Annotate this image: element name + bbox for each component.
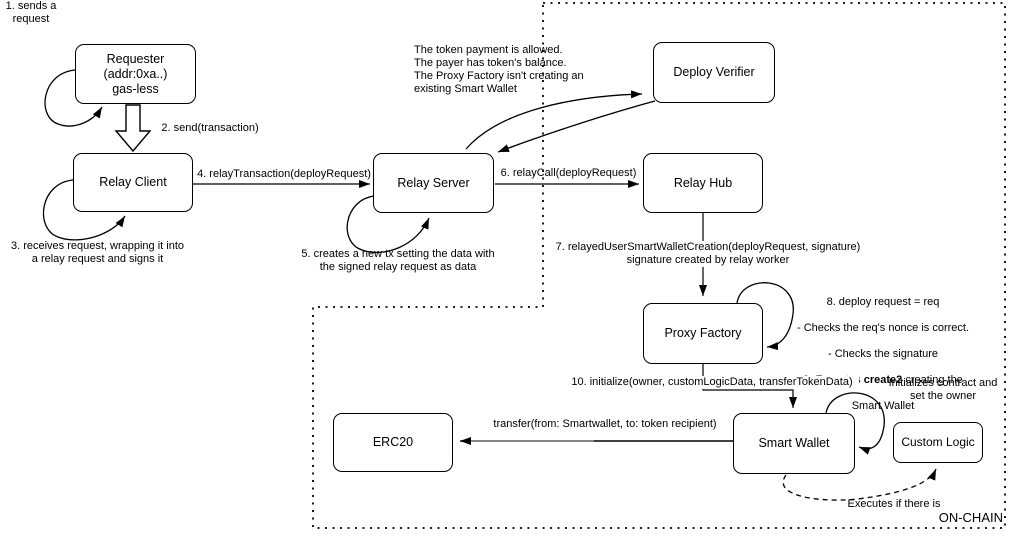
step9-line2: Smart Wallet <box>851 400 915 412</box>
step8-line2: - Checks the req's nonce is correct. <box>796 322 970 334</box>
requester-self-loop-arrow <box>44 69 103 127</box>
node-relay-hub: Relay Hub <box>643 153 763 213</box>
step9-post: creating the <box>902 374 963 386</box>
node-erc20: ERC20 <box>333 413 453 472</box>
step8-line3: - Checks the signature <box>827 348 939 360</box>
step6-label: 6. relayCall(deployRequest) <box>500 167 637 179</box>
node-relay-server: Relay Server <box>373 153 494 213</box>
onchain-boundary <box>312 2 1006 529</box>
node-custom-logic: Custom Logic <box>893 422 983 463</box>
step4-label: 4. relayTransaction(deployRequest) <box>197 168 371 180</box>
step9-bold: create2 <box>863 374 903 386</box>
node-requester: Requester (addr:0xa..) gas-less <box>75 44 196 104</box>
onchain-label: ON-CHAIN <box>938 510 1003 525</box>
step5-label: 5. creates a new tx setting the data wit… <box>301 248 495 273</box>
step3-label: 3. receives request, wrapping it into a … <box>10 240 185 265</box>
smart-wallet-self-loop-arrow <box>825 392 885 455</box>
executes-note: Executes if there is <box>847 498 941 510</box>
node-relay-client: Relay Client <box>73 153 193 212</box>
from-deploy-verifier-arrow <box>497 100 656 153</box>
send-transaction-block-arrow <box>114 104 152 153</box>
to-deploy-verifier-arrow <box>465 90 643 150</box>
step1-label: 1. sends a request <box>5 0 57 25</box>
initializes-note: Initializes contract and set the owner <box>888 377 998 402</box>
proxy-factory-self-loop-arrow <box>736 282 794 351</box>
node-deploy-verifier: Deploy Verifier <box>653 42 775 103</box>
verifier-note: The token payment is allowed. The payer … <box>414 44 584 95</box>
node-proxy-factory: Proxy Factory <box>643 303 763 364</box>
executes-dashed-arrow <box>782 468 937 501</box>
relay-server-self-loop-arrow <box>346 195 430 254</box>
step10-label: 10. initialize(owner, customLogicData, t… <box>565 376 859 389</box>
step8-line1: 8. deploy request = req <box>826 296 940 308</box>
node-smart-wallet: Smart Wallet <box>733 413 855 474</box>
step2-label: 2. send(transaction) <box>161 122 259 134</box>
relay-client-self-loop-arrow <box>42 179 126 241</box>
step7-label: 7. relayedUserSmartWalletCreation(deploy… <box>544 241 872 267</box>
transfer-label: transfer(from: Smartwallet, to: token re… <box>488 418 722 431</box>
proxy-factory-note: 8. deploy request = req - Checks the req… <box>783 283 983 426</box>
